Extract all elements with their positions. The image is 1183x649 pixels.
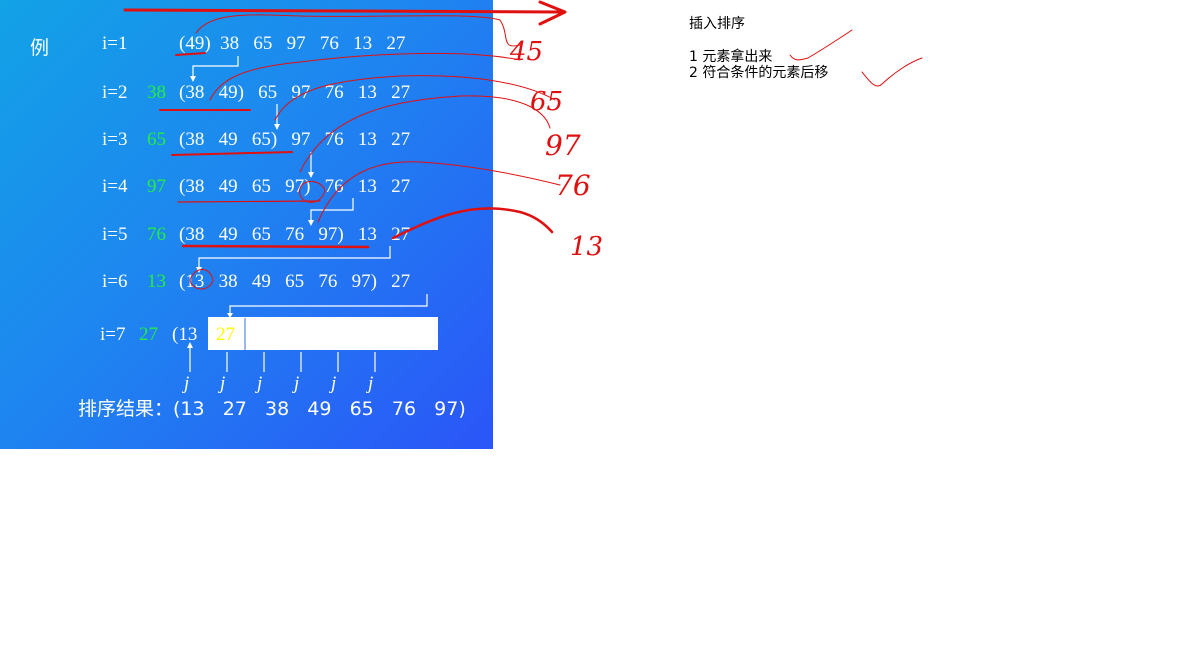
- sort-result: 排序结果：(13 27 38 49 65 76 97): [78, 398, 466, 420]
- j-pointer-5: j: [331, 373, 337, 394]
- row-2-sequence: (38 49) 65 97 76 13 27: [179, 82, 411, 103]
- curve-row2: [209, 52, 521, 101]
- hand-num-65: 65: [530, 87, 563, 117]
- notes-item-2: 2 符合条件的元素后移: [689, 65, 829, 81]
- row-5-key: 76: [147, 224, 166, 245]
- row-6-key: 13: [147, 271, 166, 292]
- top-arrow-line: [123, 8, 562, 14]
- check-2: [861, 57, 923, 87]
- underline-row3: [171, 151, 293, 156]
- row-1-index: i=1: [102, 33, 128, 54]
- connector-5: [198, 246, 391, 267]
- row-2-key: 38: [147, 82, 166, 103]
- connector-4: [310, 198, 354, 220]
- row-3-key: 65: [147, 129, 166, 150]
- row-5-sequence: (38 49 65 76 97) 13 27: [179, 224, 411, 245]
- hand-num-13: 13: [570, 232, 603, 262]
- hand-num-97: 97: [545, 129, 581, 162]
- hand-num-76: 76: [555, 169, 591, 202]
- notes-item-1: 1 元素拿出来: [689, 49, 773, 65]
- curve-row3: [274, 75, 556, 121]
- underline-row4: [177, 200, 321, 203]
- row-5-index: i=5: [102, 224, 128, 245]
- step-connectors: [189, 56, 428, 372]
- row-4-key: 97: [147, 176, 166, 197]
- j-pointer-4: j: [294, 373, 300, 394]
- row-7-sequence: (13: [172, 324, 198, 345]
- curve-row1: [195, 14, 521, 47]
- curve-row5: [317, 161, 561, 223]
- row-6-index: i=6: [102, 271, 128, 292]
- connector-1: [192, 56, 239, 76]
- insertion-sort-slide: 例 i=1 (49) 38 65 97 76 13 27 i=2 38 (38 …: [0, 0, 493, 449]
- row-7-index: i=7: [100, 324, 126, 345]
- shift-buffer-box: [208, 317, 438, 350]
- row-4-sequence: (38 49 65 97) 76 13 27: [179, 176, 411, 197]
- handwritten-numbers: 45 65 97 76 13: [509, 37, 603, 262]
- curve-row6: [391, 207, 554, 240]
- notes-title: 插入排序: [689, 16, 745, 32]
- j-pointer-1: j: [184, 373, 190, 394]
- j-pointer-6: j: [368, 373, 374, 394]
- row-4-index: i=4: [102, 176, 128, 197]
- underline-row1: [175, 52, 206, 56]
- j-pointer-3: j: [257, 373, 263, 394]
- check-1: [789, 29, 853, 61]
- circle-13: [189, 269, 214, 290]
- row-6-sequence: (13 38 49 65 76 97) 27: [179, 271, 411, 292]
- circle-97: [299, 180, 326, 203]
- red-ink-annotations: [123, 0, 923, 290]
- underline-row5: [181, 244, 370, 249]
- j-pointer-2: j: [220, 373, 226, 394]
- row-2-index: i=2: [102, 82, 128, 103]
- top-arrow-head: [538, 0, 567, 26]
- hand-num-45: 45: [509, 37, 543, 67]
- buffer-value: 27: [216, 324, 235, 345]
- row-3-sequence: (38 49 65) 97 76 13 27: [179, 129, 411, 150]
- row-1-sequence: (49) 38 65 97 76 13 27: [179, 33, 406, 54]
- connector-arrowheads: [187, 76, 314, 348]
- example-label: 例: [30, 37, 50, 59]
- connector-6: [229, 294, 428, 313]
- row-3-index: i=3: [102, 129, 128, 150]
- curve-row4: [299, 95, 551, 173]
- row-7-key: 27: [139, 324, 158, 345]
